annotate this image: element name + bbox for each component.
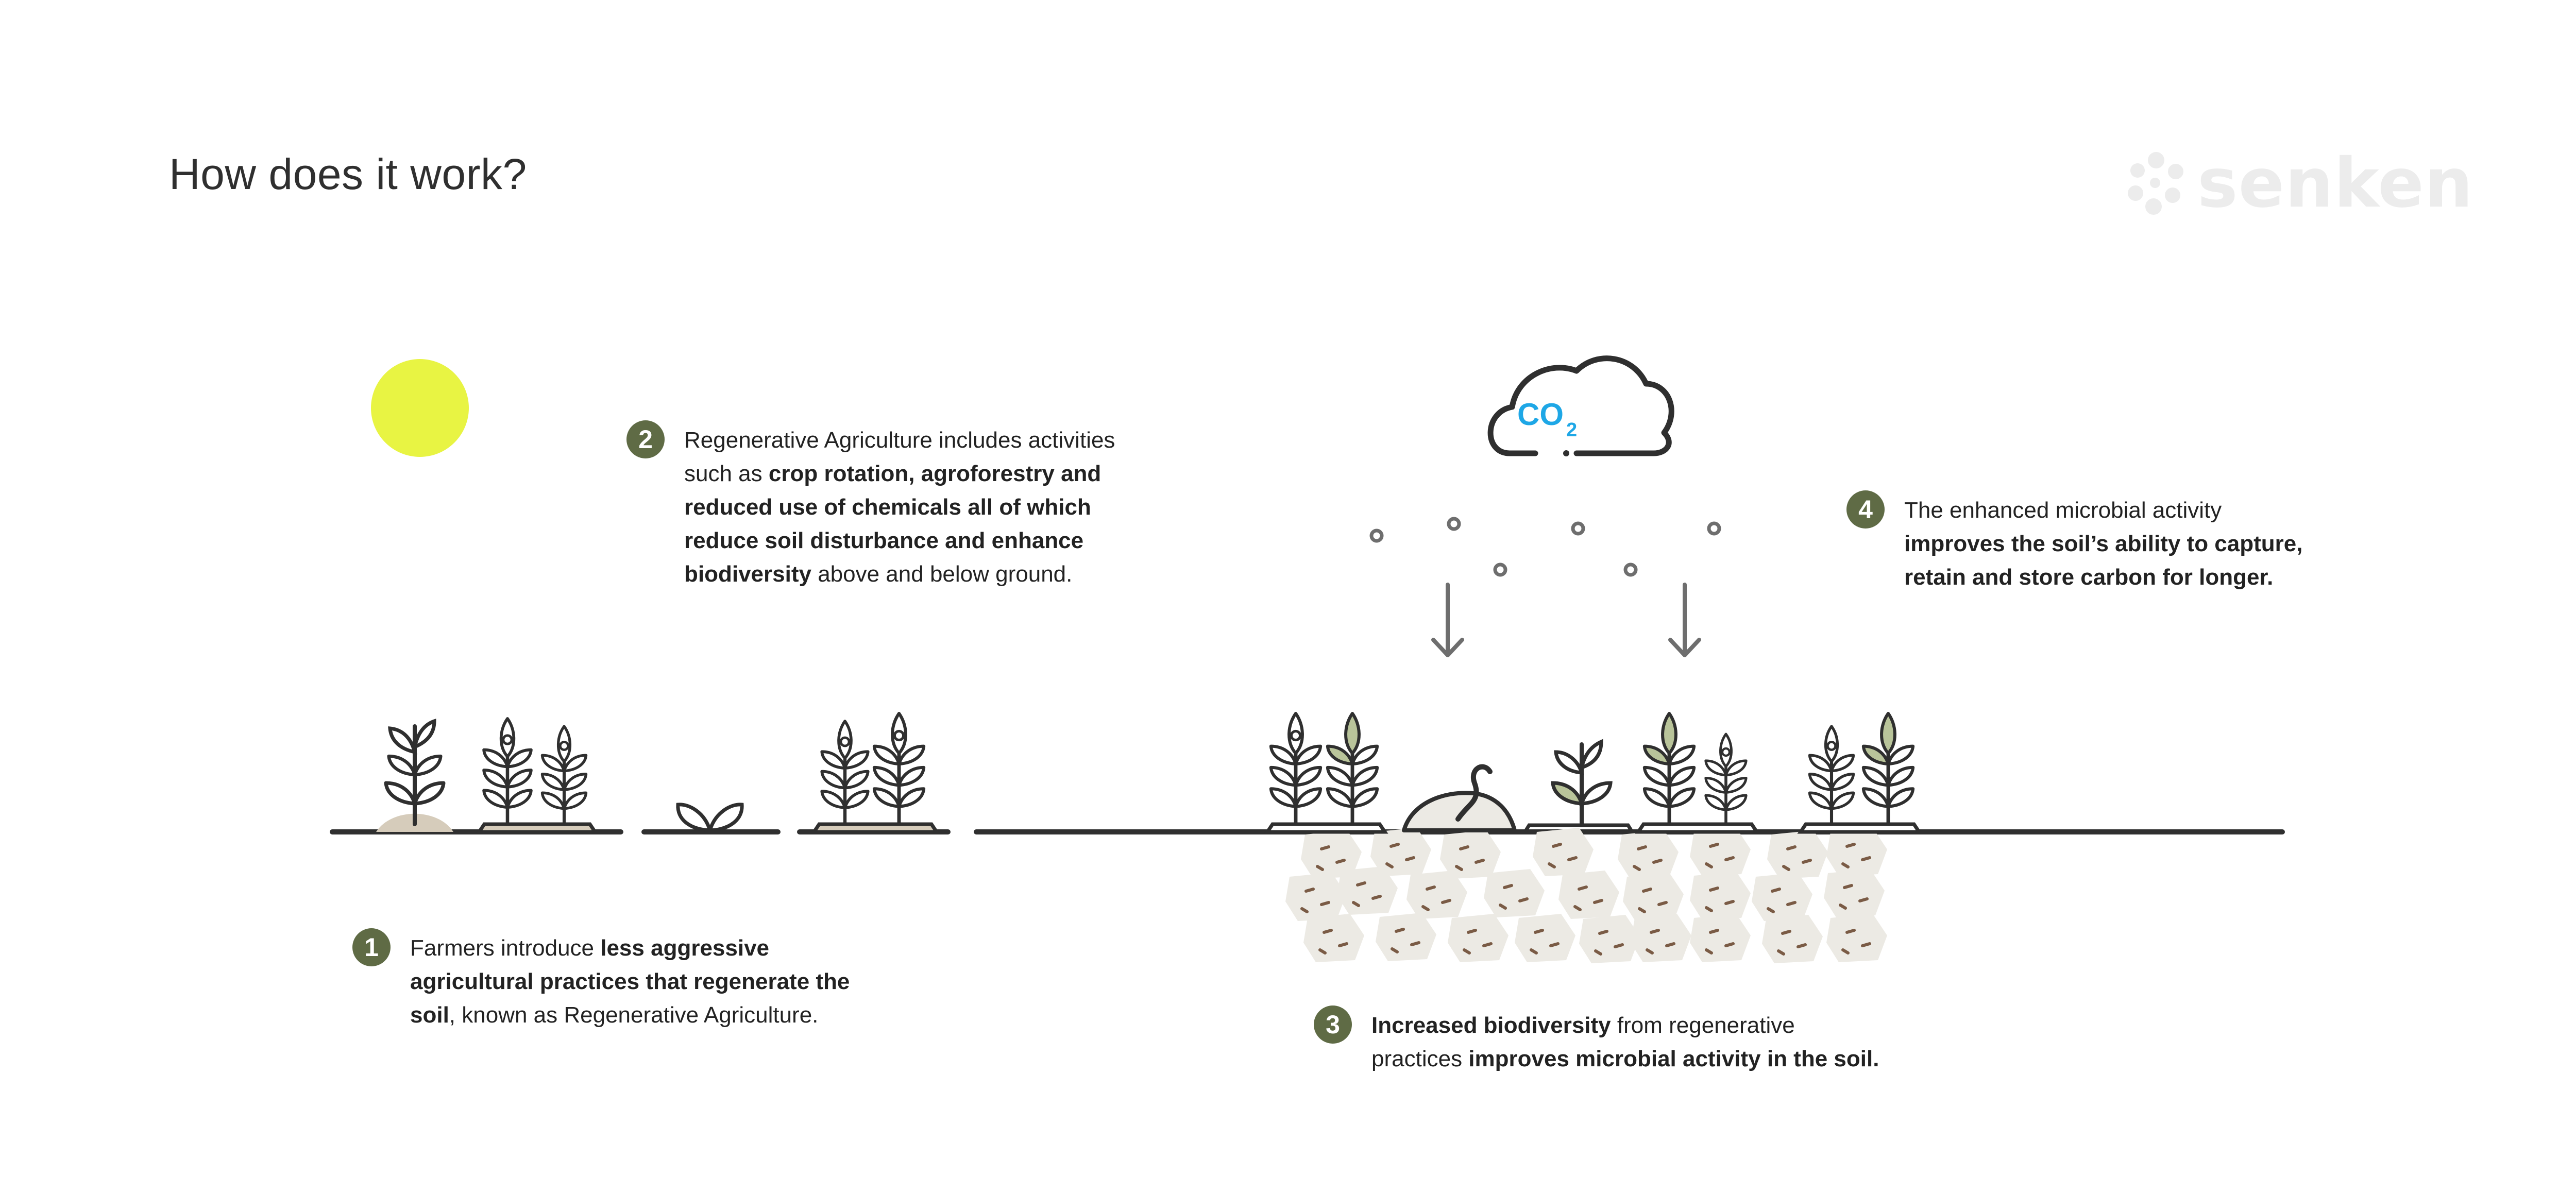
step-text-line: reduced use of chemicals all of which	[684, 490, 1115, 524]
bold-text: biodiversity	[684, 561, 811, 587]
soil-microbial-stones	[1285, 828, 1887, 963]
bold-text: improves microbial activity in the soil.	[1468, 1046, 1879, 1071]
bold-text: retain and store carbon for longer.	[1904, 565, 2274, 590]
brand-name: senken	[2197, 144, 2473, 223]
step-text-line: reduce soil disturbance and enhance	[684, 524, 1115, 557]
step-description: The enhanced microbial activity improves …	[1904, 493, 2302, 594]
step-text-line: retain and store carbon for longer.	[1904, 560, 2302, 594]
step-4: 4 The enhanced microbial activity improve…	[1846, 490, 2302, 594]
step-text-line: Regenerative Agriculture includes activi…	[684, 423, 1115, 457]
bold-text: soil	[410, 1002, 449, 1028]
regular-text: above and below ground.	[811, 561, 1073, 587]
regular-text: , known as Regenerative Agriculture.	[449, 1002, 819, 1028]
bold-text: reduced use of chemicals all of which	[684, 495, 1091, 520]
step-description: Increased biodiversity from regenerative…	[1371, 1009, 1879, 1076]
regular-text: from regenerative	[1611, 1013, 1795, 1038]
step-text-line: Farmers introduce less aggressive	[410, 931, 850, 965]
left-field-plants	[376, 713, 940, 834]
page-title: How does it work?	[169, 150, 527, 198]
step-1: 1 Farmers introduce less aggressive agric…	[352, 928, 850, 1032]
sun-icon	[371, 359, 469, 457]
bold-text: less aggressive	[600, 935, 770, 961]
step-text-line: improves the soil’s ability to capture,	[1904, 527, 2302, 560]
co2-subscript: 2	[1566, 419, 1577, 441]
bold-text: crop rotation, agroforestry and	[768, 461, 1101, 486]
down-arrow-icon	[1668, 583, 1701, 657]
down-arrow-icon	[1431, 583, 1464, 657]
step-number-badge: 4	[1846, 490, 1885, 529]
step-text-line: biodiversity above and below ground.	[684, 557, 1115, 591]
bold-text: reduce soil disturbance and enhance	[684, 528, 1084, 553]
regular-text: Farmers introduce	[410, 935, 601, 961]
bold-text: Increased biodiversity	[1371, 1013, 1611, 1038]
step-number-badge: 3	[1314, 1005, 1352, 1044]
bold-text: improves the soil’s ability to capture,	[1904, 531, 2303, 556]
regular-text: Regenerative Agriculture includes activi…	[684, 428, 1115, 453]
regular-text: The enhanced microbial activity	[1904, 498, 2222, 523]
step-number-badge: 2	[626, 420, 665, 458]
step-description: Farmers introduce less aggressive agricul…	[410, 931, 850, 1032]
regular-text: such as	[684, 461, 769, 486]
bold-text: agricultural practices that regenerate t…	[410, 969, 850, 994]
right-field-plants	[1264, 713, 1923, 834]
regular-text: practices	[1371, 1046, 1469, 1071]
step-number-badge: 1	[352, 928, 391, 966]
step-text-line: The enhanced microbial activity	[1904, 493, 2302, 527]
step-2: 2 Regenerative Agriculture includes acti…	[626, 420, 1115, 591]
step-3: 3 Increased biodiversity from regenerati…	[1314, 1005, 1879, 1076]
co2-label: CO	[1517, 397, 1564, 432]
brand-logo: senken	[2125, 149, 2473, 217]
co2-cloud-icon: CO 2	[1487, 355, 1674, 456]
step-description: Regenerative Agriculture includes activi…	[684, 423, 1115, 591]
step-text-line: practices improves microbial activity in…	[1371, 1042, 1879, 1076]
carbon-particles	[1369, 517, 1721, 577]
flower-dots-icon	[2128, 152, 2183, 215]
step-text-line: such as crop rotation, agroforestry and	[684, 457, 1115, 490]
step-text-line: soil, known as Regenerative Agriculture.	[410, 998, 850, 1032]
step-text-line: agricultural practices that regenerate t…	[410, 965, 850, 998]
step-text-line: Increased biodiversity from regenerative	[1371, 1009, 1879, 1042]
